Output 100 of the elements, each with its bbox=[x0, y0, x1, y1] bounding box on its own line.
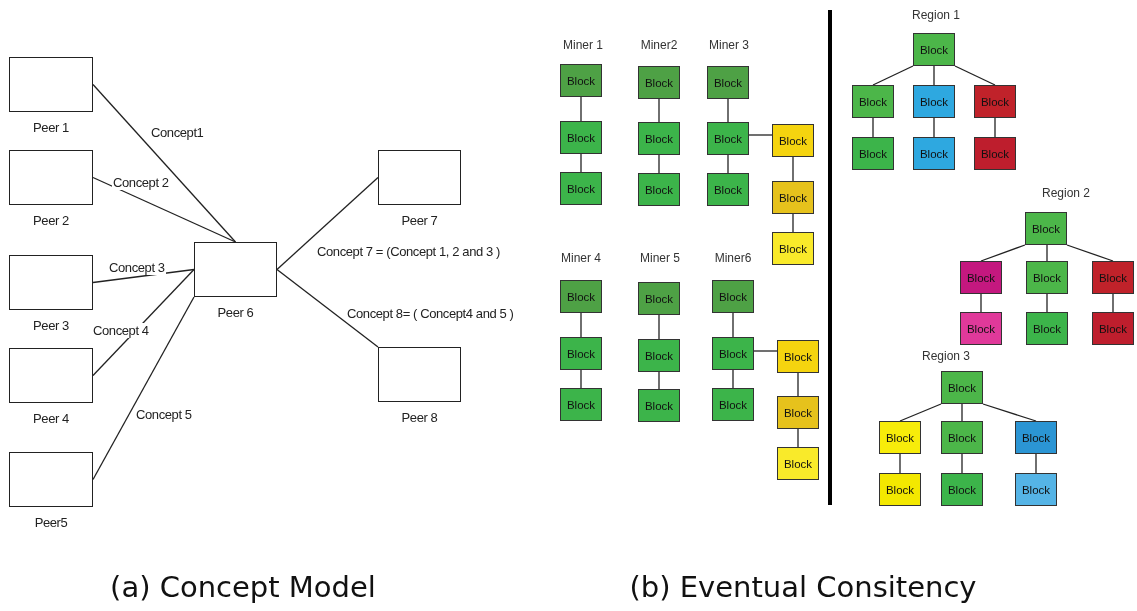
block-box: Block bbox=[638, 389, 680, 422]
peer-label: Peer 8 bbox=[400, 410, 439, 425]
block-box: Block bbox=[707, 122, 749, 155]
block-box: Block bbox=[712, 388, 754, 421]
connector-line bbox=[658, 98, 660, 123]
block-box: Block bbox=[1015, 473, 1057, 506]
block-box: Block bbox=[772, 181, 814, 214]
miner-label: Miner 3 bbox=[709, 38, 749, 52]
connector-line bbox=[658, 314, 660, 340]
block-box: Block bbox=[560, 172, 602, 205]
connector-line bbox=[933, 65, 935, 86]
peer-label: Peer 7 bbox=[400, 213, 439, 228]
connector-line bbox=[748, 134, 773, 136]
block-box: Block bbox=[1092, 312, 1134, 345]
peer-label: Peer5 bbox=[33, 515, 69, 530]
block-box: Block bbox=[777, 396, 819, 429]
connector-line bbox=[899, 403, 942, 422]
connector-line bbox=[792, 213, 794, 233]
block-box: Block bbox=[913, 137, 955, 170]
connector-line bbox=[753, 350, 778, 352]
block-box: Block bbox=[638, 282, 680, 315]
block-box: Block bbox=[1026, 312, 1068, 345]
connector-line bbox=[1046, 244, 1048, 262]
connector-line bbox=[732, 312, 734, 338]
connector-line bbox=[982, 403, 1037, 422]
connector-line bbox=[658, 154, 660, 174]
connector-line bbox=[92, 268, 195, 377]
miner-label: Miner 4 bbox=[561, 251, 601, 265]
block-box: Block bbox=[638, 122, 680, 155]
peer-label: Peer 6 bbox=[216, 305, 255, 320]
block-box: Block bbox=[941, 421, 983, 454]
peer-label: Peer 3 bbox=[32, 318, 70, 333]
connector-line bbox=[961, 403, 963, 422]
edge-label: Concept1 bbox=[150, 125, 205, 140]
connector-line bbox=[872, 65, 914, 86]
connector-line bbox=[1035, 453, 1037, 474]
block-box: Block bbox=[777, 340, 819, 373]
block-box: Block bbox=[707, 66, 749, 99]
block-box: Block bbox=[1015, 421, 1057, 454]
block-box: Block bbox=[1092, 261, 1134, 294]
block-box: Block bbox=[560, 64, 602, 97]
block-box: Block bbox=[560, 337, 602, 370]
connector-line bbox=[980, 293, 982, 313]
connector-line bbox=[92, 83, 237, 243]
block-box: Block bbox=[852, 137, 894, 170]
block-box: Block bbox=[638, 66, 680, 99]
block-box: Block bbox=[941, 473, 983, 506]
block-box: Block bbox=[772, 124, 814, 157]
connector-line bbox=[954, 65, 996, 86]
connector-line bbox=[961, 453, 963, 474]
block-box: Block bbox=[879, 421, 921, 454]
connector-line bbox=[276, 176, 379, 271]
connector-line bbox=[727, 98, 729, 123]
block-box: Block bbox=[638, 339, 680, 372]
miner-label: Miner 1 bbox=[563, 38, 603, 52]
block-box: Block bbox=[852, 85, 894, 118]
block-box: Block bbox=[707, 173, 749, 206]
connector-line bbox=[797, 428, 799, 448]
connector-line bbox=[1046, 293, 1048, 313]
region-label: Region 1 bbox=[912, 8, 960, 22]
miner-label: Miner2 bbox=[640, 38, 678, 52]
caption: (b) Eventual Consitency bbox=[629, 570, 977, 604]
block-box: Block bbox=[960, 312, 1002, 345]
peer-label: Peer 1 bbox=[32, 120, 70, 135]
connector-line bbox=[580, 312, 582, 338]
block-box: Block bbox=[712, 280, 754, 313]
connector-line bbox=[92, 268, 195, 284]
block-box: Block bbox=[777, 447, 819, 480]
connector-line bbox=[1112, 293, 1114, 313]
block-box: Block bbox=[974, 85, 1016, 118]
region-label: Region 2 bbox=[1042, 186, 1090, 200]
connector-line bbox=[933, 117, 935, 138]
edge-label: Concept 8= ( Concept4 and 5 ) bbox=[346, 306, 515, 321]
block-box: Block bbox=[879, 473, 921, 506]
connector-line bbox=[899, 453, 901, 474]
edge-label: Concept 2 bbox=[112, 175, 170, 190]
edge-label: Concept 7 = (Concept 1, 2 and 3 ) bbox=[316, 244, 501, 259]
miner-label: Miner 5 bbox=[640, 251, 680, 265]
connector-line bbox=[92, 296, 195, 481]
connector-line bbox=[92, 176, 237, 243]
region-label: Region 3 bbox=[922, 349, 970, 363]
block-box: Block bbox=[913, 85, 955, 118]
connector-line bbox=[580, 153, 582, 173]
connector-line bbox=[872, 117, 874, 138]
connector-line bbox=[727, 154, 729, 174]
block-box: Block bbox=[560, 121, 602, 154]
caption: (a) Concept Model bbox=[110, 570, 376, 604]
connector-line bbox=[792, 156, 794, 182]
block-box: Block bbox=[1025, 212, 1067, 245]
block-box: Block bbox=[913, 33, 955, 66]
block-box: Block bbox=[638, 173, 680, 206]
connector-line bbox=[580, 369, 582, 389]
connector-line bbox=[732, 369, 734, 389]
block-box: Block bbox=[560, 388, 602, 421]
edge-label: Concept 5 bbox=[135, 407, 193, 422]
block-box: Block bbox=[974, 137, 1016, 170]
peer-label: Peer 4 bbox=[32, 411, 70, 426]
edge-label: Concept 4 bbox=[92, 323, 150, 338]
block-box: Block bbox=[560, 280, 602, 313]
peer-label: Peer 2 bbox=[32, 213, 70, 228]
